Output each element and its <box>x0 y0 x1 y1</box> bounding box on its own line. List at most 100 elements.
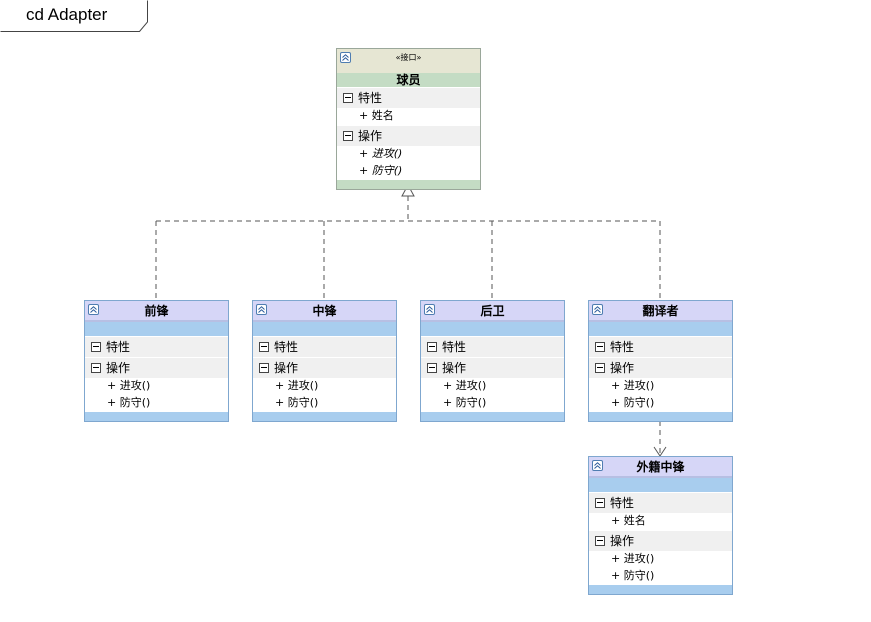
minus-box-icon[interactable] <box>427 342 437 352</box>
operations-section[interactable]: 操作 <box>85 357 228 378</box>
operations-section[interactable]: 操作 <box>253 357 396 378</box>
class-band <box>421 320 564 336</box>
class-header: 后卫 <box>421 301 564 320</box>
operation-text: + 防守() <box>275 396 319 409</box>
minus-box-icon[interactable] <box>595 363 605 373</box>
interface-header: «接口» <box>337 49 480 73</box>
class-header: 前锋 <box>85 301 228 320</box>
class-guard[interactable]: 后卫 特性 操作 + 进攻() + 防守() <box>420 300 565 422</box>
attribute-text: + 姓名 <box>611 514 646 527</box>
operation-text: + 进攻() <box>275 379 319 392</box>
operation-item[interactable]: + 防守() <box>85 395 228 412</box>
class-header: 中锋 <box>253 301 396 320</box>
class-translator[interactable]: 翻译者 特性 操作 + 进攻() + 防守() <box>588 300 733 422</box>
attributes-label: 特性 <box>358 91 383 105</box>
operation-text: + 进攻() <box>443 379 487 392</box>
minus-box-icon[interactable] <box>343 93 353 103</box>
collapse-icon[interactable] <box>88 304 99 315</box>
attributes-section[interactable]: 特性 <box>589 492 732 513</box>
class-band <box>589 476 732 492</box>
class-name: 翻译者 <box>642 304 679 318</box>
attributes-section[interactable]: 特性 <box>253 336 396 357</box>
attribute-text: + 姓名 <box>359 109 394 122</box>
operation-item[interactable]: + 防守() <box>589 395 732 412</box>
minus-box-icon[interactable] <box>91 363 101 373</box>
collapse-icon[interactable] <box>592 460 603 471</box>
operation-item[interactable]: + 进攻() <box>85 378 228 395</box>
interface-player[interactable]: «接口» 球员 特性 + 姓名 操作 + 进攻() + 防守() <box>336 48 481 190</box>
attributes-section[interactable]: 特性 <box>337 87 480 108</box>
realization-arrowhead-icon <box>401 183 415 197</box>
interface-name: 球员 <box>337 73 480 87</box>
operation-text: + 进攻() <box>359 147 403 160</box>
minus-box-icon[interactable] <box>259 342 269 352</box>
minus-box-icon[interactable] <box>595 536 605 546</box>
operation-text: + 防守() <box>359 164 403 177</box>
class-center[interactable]: 中锋 特性 操作 + 进攻() + 防守() <box>252 300 397 422</box>
operations-label: 操作 <box>106 361 131 375</box>
operation-item[interactable]: + 进攻() <box>421 378 564 395</box>
minus-box-icon[interactable] <box>595 342 605 352</box>
attribute-item[interactable]: + 姓名 <box>337 108 480 125</box>
minus-box-icon[interactable] <box>343 131 353 141</box>
operations-section[interactable]: 操作 <box>589 530 732 551</box>
operation-item[interactable]: + 进攻() <box>337 146 480 163</box>
operation-text: + 进攻() <box>611 552 655 565</box>
class-footer <box>253 412 396 421</box>
operation-text: + 防守() <box>611 396 655 409</box>
attributes-label: 特性 <box>610 496 635 510</box>
class-footer <box>85 412 228 421</box>
operations-section[interactable]: 操作 <box>337 125 480 146</box>
operation-item[interactable]: + 防守() <box>421 395 564 412</box>
attributes-section[interactable]: 特性 <box>421 336 564 357</box>
operation-text: + 进攻() <box>107 379 151 392</box>
class-name: 外籍中锋 <box>636 460 685 474</box>
minus-box-icon[interactable] <box>427 363 437 373</box>
operations-label: 操作 <box>610 361 635 375</box>
class-band <box>253 320 396 336</box>
interface-footer <box>337 180 480 189</box>
attributes-label: 特性 <box>274 340 299 354</box>
operation-item[interactable]: + 防守() <box>589 568 732 585</box>
minus-box-icon[interactable] <box>595 498 605 508</box>
collapse-icon[interactable] <box>424 304 435 315</box>
class-header: 翻译者 <box>589 301 732 320</box>
class-footer <box>421 412 564 421</box>
attributes-label: 特性 <box>106 340 131 354</box>
attributes-section[interactable]: 特性 <box>85 336 228 357</box>
frame-title: cd Adapter <box>26 5 108 24</box>
operation-item[interactable]: + 防守() <box>337 163 480 180</box>
operations-section[interactable]: 操作 <box>421 357 564 378</box>
class-forward[interactable]: 前锋 特性 操作 + 进攻() + 防守() <box>84 300 229 422</box>
minus-box-icon[interactable] <box>259 363 269 373</box>
class-band <box>85 320 228 336</box>
operation-text: + 进攻() <box>611 379 655 392</box>
class-band <box>589 320 732 336</box>
attributes-section[interactable]: 特性 <box>589 336 732 357</box>
operation-text: + 防守() <box>443 396 487 409</box>
operation-item[interactable]: + 防守() <box>253 395 396 412</box>
collapse-icon[interactable] <box>592 304 603 315</box>
class-name: 后卫 <box>480 304 505 318</box>
operations-section[interactable]: 操作 <box>589 357 732 378</box>
attribute-item[interactable]: + 姓名 <box>589 513 732 530</box>
class-foreign-center[interactable]: 外籍中锋 特性 + 姓名 操作 + 进攻() + 防守() <box>588 456 733 595</box>
class-header: 外籍中锋 <box>589 457 732 476</box>
operation-item[interactable]: + 进攻() <box>253 378 396 395</box>
attributes-label: 特性 <box>442 340 467 354</box>
operations-label: 操作 <box>442 361 467 375</box>
operation-item[interactable]: + 进攻() <box>589 378 732 395</box>
class-footer <box>589 412 732 421</box>
operation-text: + 防守() <box>107 396 151 409</box>
class-name: 前锋 <box>144 304 169 318</box>
attributes-label: 特性 <box>610 340 635 354</box>
operation-text: + 防守() <box>611 569 655 582</box>
operations-label: 操作 <box>274 361 299 375</box>
operation-item[interactable]: + 进攻() <box>589 551 732 568</box>
collapse-icon[interactable] <box>340 52 351 63</box>
operations-label: 操作 <box>610 534 635 548</box>
frame-tab <box>0 0 148 32</box>
minus-box-icon[interactable] <box>91 342 101 352</box>
class-name: 中锋 <box>312 304 337 318</box>
collapse-icon[interactable] <box>256 304 267 315</box>
